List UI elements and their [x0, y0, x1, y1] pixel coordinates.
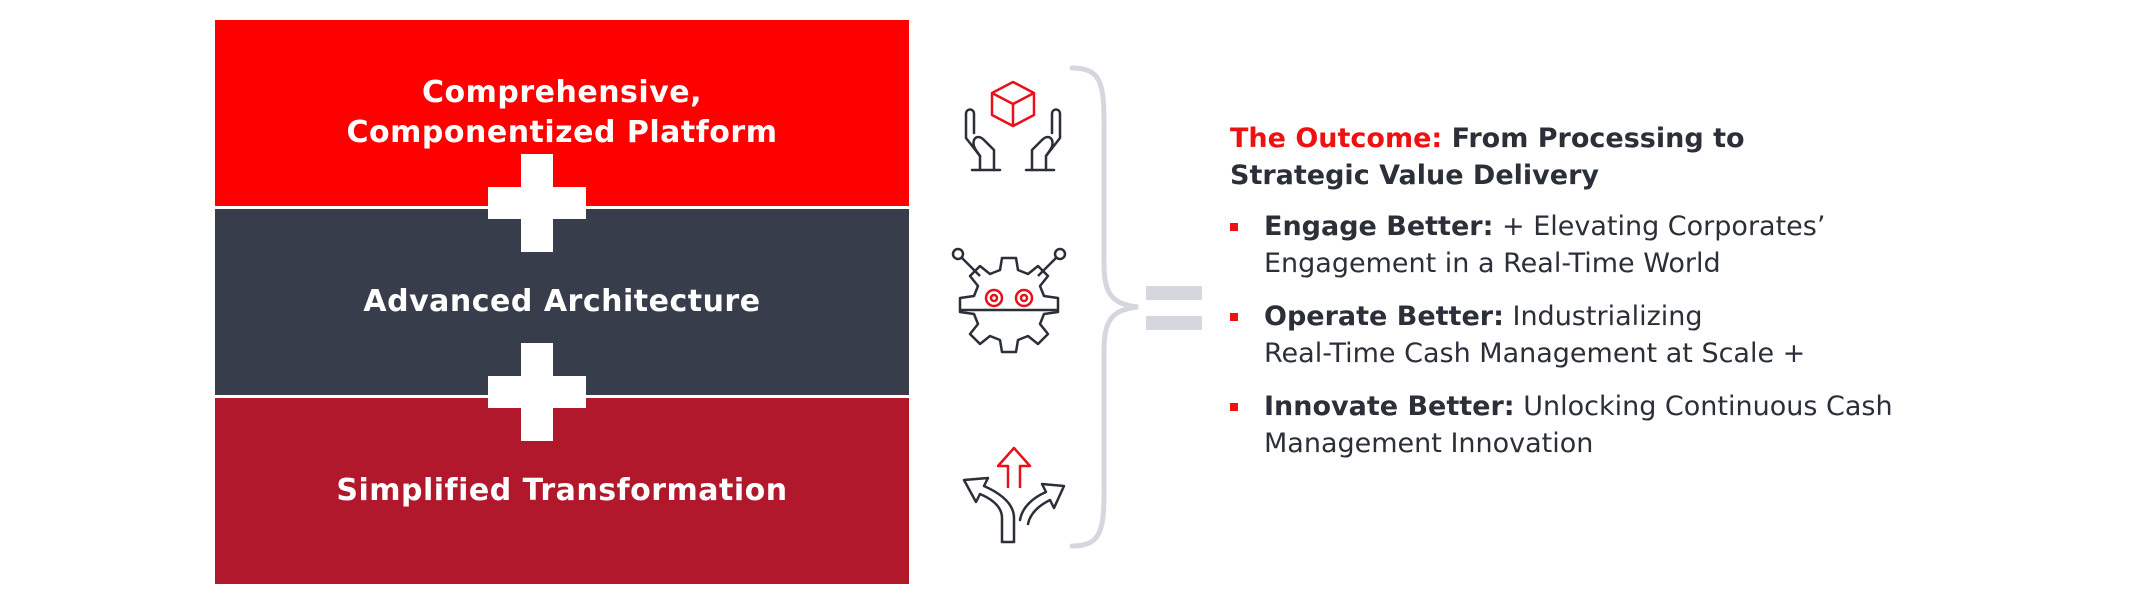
- outcome-title-rest: From Processing to: [1451, 123, 1745, 154]
- bullet-bold: Operate Better:: [1264, 301, 1504, 332]
- block-platform-line1: Comprehensive,: [421, 75, 702, 110]
- hands-holding-box-icon: [964, 80, 1062, 172]
- block-transformation-label: Simplified Transformation: [336, 473, 788, 508]
- bullet-marker: [1230, 313, 1238, 321]
- bullet-bold: Innovate Better:: [1264, 391, 1515, 422]
- bullet-bold: Engage Better:: [1264, 211, 1494, 242]
- bullet-text: Management Innovation: [1264, 428, 1594, 459]
- robot-gear-icon: [951, 247, 1067, 354]
- outcome-title-line2: Strategic Value Delivery: [1230, 160, 1599, 191]
- bracket-icon: [1069, 65, 1139, 549]
- plus-icon: [488, 343, 586, 441]
- outcome-title-highlight: The Outcome:: [1230, 123, 1443, 154]
- bullet-text: Industrializing: [1512, 301, 1703, 332]
- list-item: Innovate Better: Unlocking Continuous Ca…: [1230, 388, 2100, 462]
- bullet-text: Real-Time Cash Management at Scale +: [1264, 338, 1806, 369]
- outcome-title: The Outcome: From Processing to Strategi…: [1230, 120, 2100, 194]
- bullet-marker: [1230, 223, 1238, 231]
- outcome-panel: The Outcome: From Processing to Strategi…: [1230, 120, 2100, 478]
- bullet-text: + Elevating Corporates’: [1501, 211, 1826, 242]
- block-transformation: Simplified Transformation: [215, 398, 909, 584]
- list-item: Engage Better: + Elevating Corporates’ E…: [1230, 208, 2100, 282]
- block-architecture: Advanced Architecture: [215, 209, 909, 395]
- outcome-bullet-list: Engage Better: + Elevating Corporates’ E…: [1230, 208, 2100, 462]
- bullet-text: Unlocking Continuous Cash: [1523, 391, 1893, 422]
- block-architecture-label: Advanced Architecture: [363, 284, 761, 319]
- block-platform: Comprehensive, Componentized Platform: [215, 20, 909, 206]
- bullet-text: Engagement in a Real-Time World: [1264, 248, 1721, 279]
- list-item: Operate Better: Industrializing Real-Tim…: [1230, 298, 2100, 372]
- block-platform-line2: Componentized Platform: [346, 115, 778, 150]
- equals-icon: [1146, 286, 1202, 332]
- plus-icon: [488, 154, 586, 252]
- diverging-arrows-icon: [962, 446, 1066, 544]
- bullet-marker: [1230, 403, 1238, 411]
